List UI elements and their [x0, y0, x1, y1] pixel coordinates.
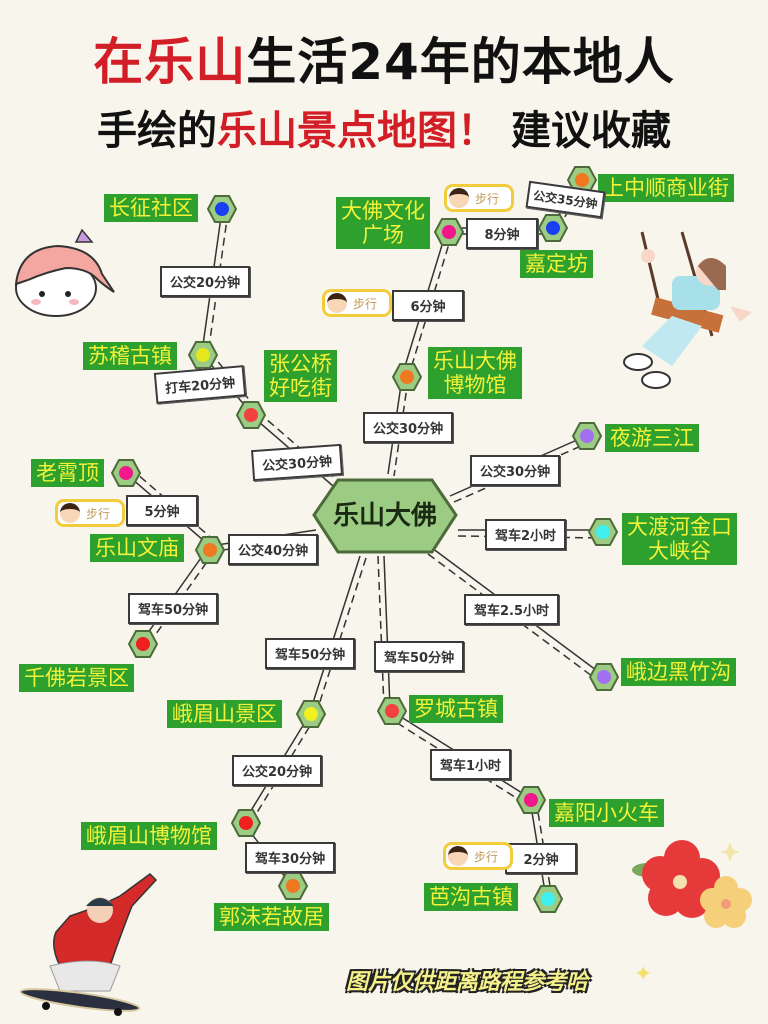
flower-node-icon[interactable] — [236, 400, 266, 430]
subtitle-red-part: 乐山景点地图！ — [217, 108, 498, 154]
flower-node-icon[interactable] — [207, 194, 237, 224]
sparkle-icon: ✦ — [634, 962, 653, 987]
flower-node-icon[interactable] — [392, 362, 422, 392]
place-zhanggongqiao[interactable]: 张公桥 好吃街 — [264, 350, 337, 402]
route-label: 2分钟 — [505, 843, 577, 874]
place-shangzhongshun[interactable]: 上中顺商业街 — [598, 174, 734, 202]
route-label: 驾车50分钟 — [128, 593, 219, 624]
flower-node-icon[interactable] — [278, 871, 308, 901]
place-yeyou[interactable]: 夜游三江 — [605, 424, 699, 452]
flower-node-icon[interactable] — [128, 629, 158, 659]
route-label: 驾车2小时 — [485, 519, 567, 550]
place-bagou[interactable]: 芭沟古镇 — [424, 883, 518, 911]
place-jiadingfang[interactable]: 嘉定坊 — [520, 250, 593, 278]
place-dafo-museum[interactable]: 乐山大佛 博物馆 — [428, 347, 522, 399]
route-label: 驾车2.5小时 — [464, 594, 560, 625]
pink-hair-girl-icon — [14, 228, 115, 317]
place-dafo-square[interactable]: 大佛文化 广场 — [336, 197, 430, 249]
flower-node-icon[interactable] — [111, 458, 141, 488]
route-label: 8分钟 — [466, 218, 538, 249]
girl-face-icon — [327, 293, 347, 313]
flower-node-icon[interactable] — [533, 884, 563, 914]
girl-face-icon — [60, 503, 80, 523]
flower-node-icon[interactable] — [588, 517, 618, 547]
route-label: 驾车50分钟 — [265, 638, 356, 669]
route-label: 公交30分钟 — [363, 412, 454, 443]
place-changzheng[interactable]: 长征社区 — [104, 194, 198, 222]
place-suji[interactable]: 苏稽古镇 — [83, 342, 177, 370]
route-label: 驾车1小时 — [430, 749, 512, 780]
walk-badge: 步行 — [443, 842, 513, 870]
place-heizhugou[interactable]: 峨边黑竹沟 — [621, 658, 736, 686]
route-label: 公交40分钟 — [228, 534, 319, 565]
place-wenmiao[interactable]: 乐山文庙 — [90, 534, 184, 562]
route-label: 驾车50分钟 — [374, 641, 465, 672]
flower-node-icon[interactable] — [572, 421, 602, 451]
place-guomoruo[interactable]: 郭沫若故居 — [214, 903, 329, 931]
subtitle-part-a: 手绘的 — [97, 108, 218, 154]
route-label: 6分钟 — [392, 290, 464, 321]
walk-badge: 步行 — [444, 184, 514, 212]
place-qianfoyan[interactable]: 千佛岩景区 — [19, 664, 134, 692]
place-dadu[interactable]: 大渡河金口 大峡谷 — [622, 513, 737, 565]
place-em-museum[interactable]: 峨眉山博物馆 — [81, 822, 217, 850]
route-label: 公交20分钟 — [160, 266, 251, 297]
flower-node-icon[interactable] — [538, 213, 568, 243]
flower-node-icon[interactable] — [516, 785, 546, 815]
route-label: 5分钟 — [126, 495, 198, 526]
skateboarder-icon — [19, 873, 158, 1016]
route-label: 公交30分钟 — [470, 455, 561, 486]
title-red-part: 在乐山 — [93, 33, 247, 91]
center-hexagon — [312, 478, 458, 554]
walk-badge: 步行 — [322, 289, 392, 317]
route-label: 公交30分钟 — [251, 443, 344, 482]
walk-badge: 步行 — [55, 499, 125, 527]
flower-node-icon[interactable] — [188, 340, 218, 370]
route-label: 驾车30分钟 — [245, 842, 336, 873]
flower-node-icon[interactable] — [589, 662, 619, 692]
place-laoxiaoding[interactable]: 老霄顶 — [31, 459, 104, 487]
page-title-line1: 在乐山生活24年的本地人 — [0, 22, 768, 94]
place-emeishan[interactable]: 峨眉山景区 — [167, 700, 282, 728]
flower-node-icon[interactable] — [231, 808, 261, 838]
swing-girl-icon — [623, 231, 752, 389]
girl-face-icon — [448, 846, 468, 866]
center-label[interactable]: 乐山大佛 — [332, 501, 437, 531]
title-black-part: 生活24年的本地人 — [246, 33, 675, 91]
subtitle-part-b: 建议收藏 — [510, 108, 671, 154]
place-luocheng[interactable]: 罗城古镇 — [409, 695, 503, 723]
flower-node-icon[interactable] — [296, 699, 326, 729]
footer-note: 图片仅供距离路程参考哈 — [346, 970, 589, 995]
flower-node-icon[interactable] — [377, 696, 407, 726]
route-label: 公交20分钟 — [232, 755, 323, 786]
flower-node-icon[interactable] — [195, 535, 225, 565]
flower-node-icon[interactable] — [434, 217, 464, 247]
place-jiayang[interactable]: 嘉阳小火车 — [549, 799, 664, 827]
page-title-line2: 手绘的乐山景点地图！ 建议收藏 — [0, 98, 768, 156]
flower-decoration-icon — [632, 840, 752, 928]
girl-face-icon — [449, 188, 469, 208]
